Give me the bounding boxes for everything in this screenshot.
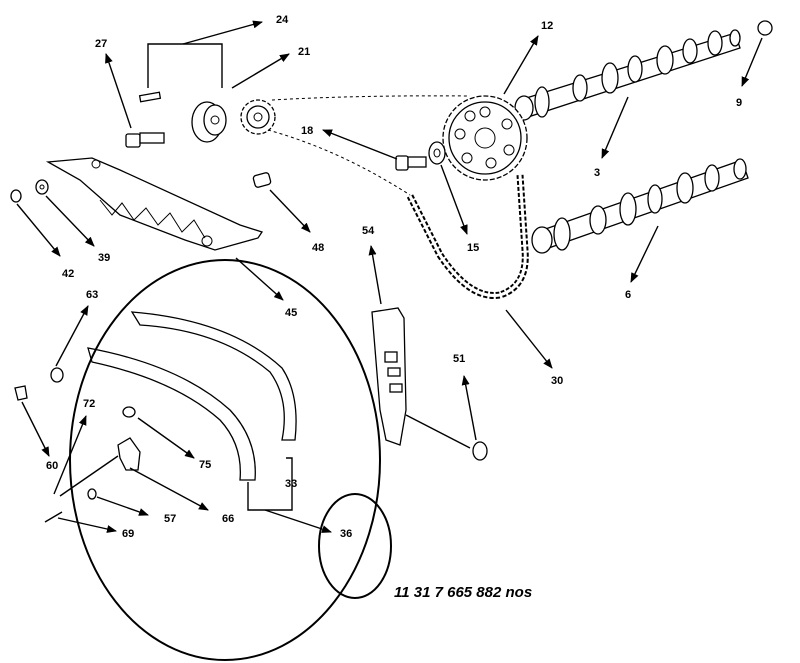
callout-24: 24 [276,14,289,26]
callout-9: 9 [736,97,742,109]
camshaft-lower [531,158,749,254]
screw [44,511,63,523]
callout-54: 54 [362,225,375,237]
callout-57: 57 [164,513,176,525]
callout-75: 75 [199,459,211,471]
callout-63: 63 [86,289,98,301]
small-nut [35,179,49,195]
callout-72: 72 [83,398,95,410]
highlight-ellipse-large [69,259,381,661]
upper-guide-rail [45,157,264,251]
callout-48: 48 [312,242,324,254]
small-washer [10,189,22,203]
bracket [117,437,141,471]
callout-27: 27 [95,38,107,50]
timing-chain [406,174,529,299]
callout-69: 69 [122,528,134,540]
callout-36: 36 [340,528,352,540]
plug [472,441,488,461]
spacer-washer [87,488,97,500]
rivet [122,406,136,418]
callout-66: 66 [222,513,234,525]
callout-51: 51 [453,353,465,365]
clip [14,385,28,401]
sleeve [252,172,272,188]
callout-39: 39 [98,252,110,264]
end-plug [757,20,773,36]
sprocket-bolt [395,155,427,171]
callout-45: 45 [285,307,297,319]
highlight-ellipse-small [318,493,392,599]
guide-rail-inner [87,347,256,481]
hub-wheel [191,101,227,143]
part-number-label: 11 31 7 665 882 nos [394,584,532,601]
callout-6: 6 [625,289,631,301]
camshaft-sprocket [442,95,528,181]
callout-12: 12 [541,20,553,32]
callout-60: 60 [46,460,58,472]
dowel-pin [138,91,162,103]
callout-21: 21 [298,46,310,58]
guide-rail-outer [130,311,297,441]
small-sprocket [240,99,276,135]
callout-3: 3 [594,167,600,179]
callout-33: 33 [285,478,297,490]
washer-small [50,367,64,383]
camshaft-upper [514,29,741,121]
callout-42: 42 [62,268,74,280]
callout-18: 18 [301,125,313,137]
washer [428,141,446,165]
callout-30: 30 [551,375,563,387]
hex-bolt [125,132,165,148]
callout-15: 15 [467,242,479,254]
tensioner-guide [371,307,407,446]
